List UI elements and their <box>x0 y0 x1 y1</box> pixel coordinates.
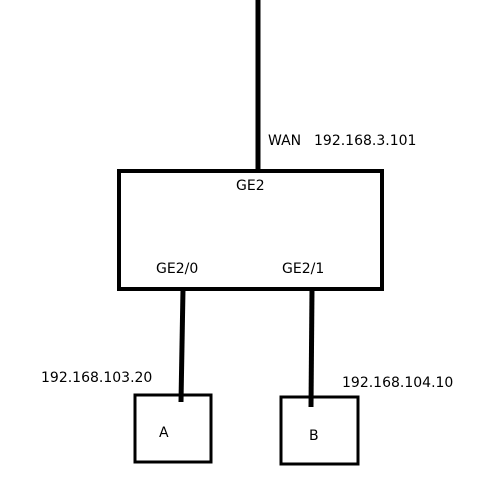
router-upstream-port-label: GE2 <box>236 178 265 194</box>
wan-ip-label: 192.168.3.101 <box>314 133 417 149</box>
link-ge2-0-to-host-a <box>178 288 186 403</box>
host-a-ip-label: 192.168.103.20 <box>41 370 153 386</box>
router-box <box>117 169 384 291</box>
host-a-box <box>133 393 213 464</box>
host-a-name-label: A <box>159 425 169 441</box>
host-b-name-label: B <box>309 428 319 444</box>
router-port-left-label: GE2/0 <box>156 261 199 277</box>
link-ge2-1-to-host-b <box>308 288 315 408</box>
host-b-ip-label: 192.168.104.10 <box>342 375 454 391</box>
wan-label: WAN <box>268 133 302 149</box>
host-b-box <box>279 395 360 466</box>
router-port-right-label: GE2/1 <box>282 261 325 277</box>
